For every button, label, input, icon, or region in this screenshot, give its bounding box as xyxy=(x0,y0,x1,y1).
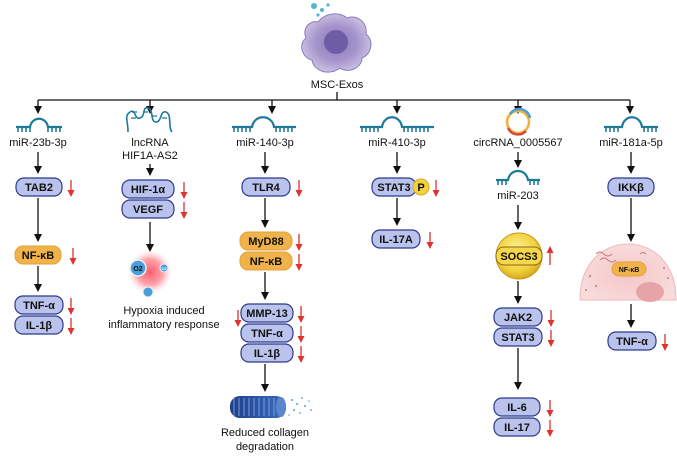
node-ikkb-label: IKKβ xyxy=(618,182,644,194)
node-vegf xyxy=(121,199,175,219)
rna-label-line2: HIF1A-AS2 xyxy=(122,150,178,162)
rna-label: circRNA_0005567 xyxy=(473,137,562,149)
source-label: MSC-Exos xyxy=(311,79,364,91)
node-ikkb xyxy=(607,177,655,197)
node-nfkb xyxy=(239,251,293,271)
node-myd88-label: MyD88 xyxy=(248,236,283,248)
rna-label-line1: lncRNA xyxy=(131,137,169,149)
pathway-mir-410-3p: miR-410-3p STAT3 P IL-17A xyxy=(360,116,440,249)
node-nfkb-label: NF-κB xyxy=(619,267,640,274)
node-mmp13-label: MMP-13 xyxy=(246,308,288,320)
phospho-badge-label: P xyxy=(417,182,424,194)
outcome-line1: Reduced collagen xyxy=(221,427,309,439)
node-tlr4-label: TLR4 xyxy=(252,182,280,194)
branch-connectors xyxy=(34,92,634,114)
node-tnfa-label: TNF-α xyxy=(251,328,283,340)
node-il17-label: IL-17 xyxy=(504,422,530,434)
node-nfkb xyxy=(611,261,647,277)
node-il1b xyxy=(240,343,294,363)
node-hif1a xyxy=(121,179,175,199)
outcome-line2: degradation xyxy=(236,441,294,453)
pathway-mir-140-3p: miR-140-3p TLR4 MyD88 NF-κB MMP-13 TNF-α… xyxy=(221,116,312,453)
phospho-badge xyxy=(412,178,430,196)
node-tnfa-label: TNF-α xyxy=(616,336,648,348)
node-il1b-label: IL-1β xyxy=(26,320,53,332)
node-stat3-label: STAT3 xyxy=(501,332,534,344)
node-socs3-label: SOCS3 xyxy=(500,251,537,263)
node-nfkb xyxy=(14,245,62,265)
node-il6 xyxy=(493,397,541,417)
node-tnfa xyxy=(607,331,657,351)
node-tab2-label: TAB2 xyxy=(25,182,53,194)
mirna-icon xyxy=(232,116,296,132)
node-il1b xyxy=(14,315,64,335)
collagen-icon xyxy=(230,396,312,418)
node-mmp13 xyxy=(240,303,294,323)
hypoxia-icon: O2 O2 xyxy=(128,250,172,298)
node-stat3 xyxy=(493,327,543,347)
mirna-icon xyxy=(360,116,434,132)
circrna-icon xyxy=(505,109,531,135)
rna-label: miR-140-3p xyxy=(236,137,293,149)
rna-label: miR-181a-5p xyxy=(599,137,663,149)
node-tnfa-label: TNF-α xyxy=(23,300,55,312)
node-hif1a-label: HIF-1α xyxy=(131,184,166,196)
node-jak2-label: JAK2 xyxy=(504,312,532,324)
o2-small-label: O2 xyxy=(161,266,167,271)
pathway-mir-23b-3p: miR-23b-3p TAB2 NF-κB TNF-α IL-1β xyxy=(9,117,77,335)
rna-label: miR-410-3p xyxy=(368,137,425,149)
mirna-icon xyxy=(16,117,62,132)
node-il17 xyxy=(493,417,541,437)
node-jak2 xyxy=(493,307,543,327)
node-il1b-label: IL-1β xyxy=(254,348,281,360)
msc-exos-cell-icon xyxy=(301,3,372,73)
pathway-circrna-0005567: circRNA_0005567 miR-203 SOCS3 JAK2 STAT3… xyxy=(473,107,563,437)
node-tab2 xyxy=(15,177,63,197)
node-myd88 xyxy=(239,231,293,251)
node-il6-label: IL-6 xyxy=(507,402,527,414)
node-il17a-label: IL-17A xyxy=(379,234,413,246)
o2-label: O2 xyxy=(133,266,142,273)
outcome-line1: Hypoxia induced xyxy=(123,305,204,317)
rna-label: miR-23b-3p xyxy=(9,137,66,149)
node-tlr4 xyxy=(241,177,291,197)
sub-rna-label: miR-203 xyxy=(497,190,539,202)
node-nfkb-label: NF-κB xyxy=(22,250,54,262)
mirna-icon xyxy=(604,116,658,132)
mirna-icon xyxy=(496,169,540,185)
pathway-lncrna-hif1a-as2: lncRNA HIF1A-AS2 HIF-1α VEGF O2 O2 Hypox… xyxy=(108,106,242,331)
lncrna-icon xyxy=(125,106,173,133)
node-stat3-label: STAT3 xyxy=(377,182,410,194)
node-nfkb-label: NF-κB xyxy=(250,256,282,268)
pathway-mir-181a-5p: miR-181a-5p IKKβ NF-κB TNF-α xyxy=(579,116,677,351)
node-tnfa xyxy=(14,295,64,315)
node-il17a xyxy=(371,229,421,249)
node-tnfa xyxy=(240,323,294,343)
node-vegf-label: VEGF xyxy=(133,204,163,216)
outcome-line2: inflammatory response xyxy=(108,319,219,331)
